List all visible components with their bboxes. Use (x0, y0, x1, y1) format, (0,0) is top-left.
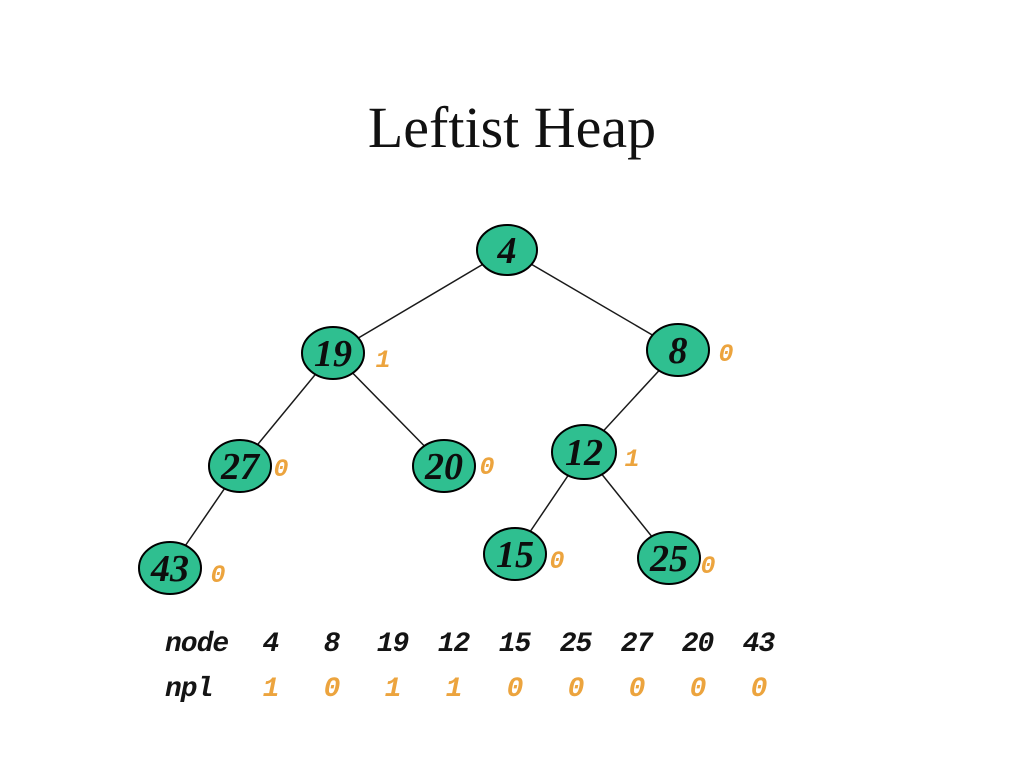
node-ellipse (551, 424, 617, 480)
node-cell: 20 (681, 629, 715, 660)
npl-row-label: npl (165, 674, 213, 705)
tree-node-20: 20 0 (412, 439, 495, 493)
node-value: 12 (565, 432, 603, 474)
tree-node-8: 8 0 (646, 323, 734, 377)
tree-edge-4-8 (506, 249, 679, 351)
tree-edge-4-19 (332, 249, 508, 354)
npl-label: 0 (479, 453, 494, 482)
npl-cell: 0 (628, 674, 646, 705)
node-ellipse (301, 326, 365, 380)
node-ellipse (412, 439, 476, 493)
npl-label: 0 (718, 340, 733, 369)
node-cell: 15 (498, 629, 532, 660)
node-ellipse (208, 439, 272, 493)
tree-node-43: 43 0 (138, 541, 226, 595)
npl-label: 0 (210, 561, 225, 590)
npl-cell: 0 (323, 674, 341, 705)
npl-table: node 4 8 19 12 15 25 27 20 43 npl 1 0 1 … (165, 622, 789, 712)
node-value: 15 (496, 534, 534, 576)
npl-label: 0 (273, 455, 288, 484)
node-row-label: node (165, 629, 229, 660)
npl-row: npl 1 0 1 1 0 0 0 0 0 (165, 667, 789, 712)
node-ellipse (646, 323, 710, 377)
node-row: node 4 8 19 12 15 25 27 20 43 (165, 622, 789, 667)
tree-node-25: 25 0 (637, 531, 716, 585)
npl-cell: 1 (262, 674, 280, 705)
node-value: 25 (649, 538, 688, 580)
npl-cell: 0 (506, 674, 524, 705)
page-title: Leftist Heap (367, 95, 657, 160)
node-ellipse (483, 527, 547, 581)
node-cell: 12 (437, 629, 471, 660)
npl-cell: 0 (750, 674, 768, 705)
tree-node-12: 12 1 (551, 424, 640, 480)
node-value: 8 (669, 330, 688, 372)
node-ellipse (138, 541, 202, 595)
npl-label: 0 (549, 547, 564, 576)
npl-cell: 1 (445, 674, 463, 705)
tree-node-19: 19 1 (301, 326, 391, 380)
node-ellipse (476, 224, 538, 276)
node-cell: 8 (323, 629, 341, 660)
tree-node-4: 4 (476, 224, 538, 276)
node-cell: 43 (742, 629, 776, 660)
node-ellipse (637, 531, 701, 585)
node-cell: 25 (559, 629, 593, 660)
npl-label: 1 (375, 346, 390, 375)
node-value: 43 (150, 548, 189, 590)
node-value: 19 (314, 333, 352, 375)
node-value: 20 (424, 446, 463, 488)
node-value: 4 (497, 230, 517, 272)
npl-cell: 0 (689, 674, 707, 705)
npl-label: 1 (624, 445, 639, 474)
node-cell: 4 (262, 629, 280, 660)
node-cell: 19 (376, 629, 410, 660)
npl-label: 0 (700, 552, 715, 581)
npl-cell: 0 (567, 674, 585, 705)
tree-node-27: 27 0 (208, 439, 289, 493)
npl-cell: 1 (384, 674, 402, 705)
tree-node-15: 15 0 (483, 527, 565, 581)
node-value: 27 (220, 446, 261, 488)
node-cell: 27 (620, 629, 654, 660)
